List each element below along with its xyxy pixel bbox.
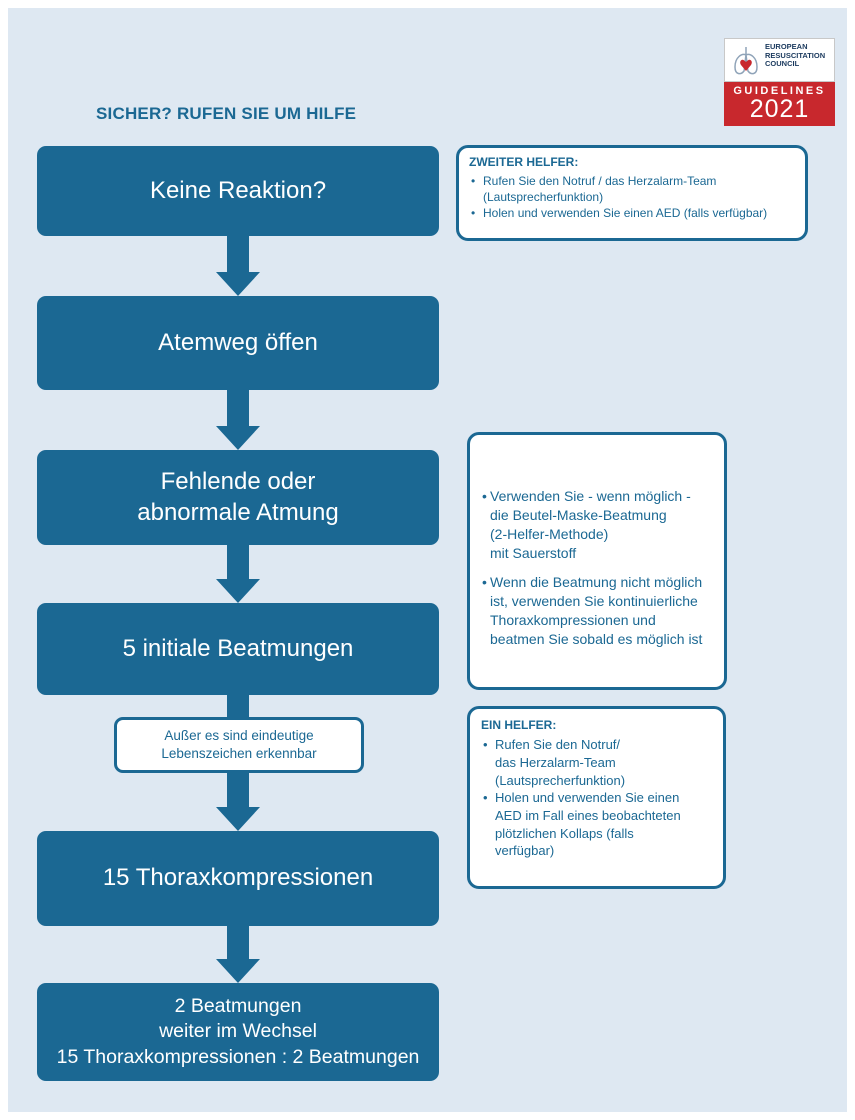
list-item-text: Holen und verwenden Sie einen AED im Fal…	[495, 790, 681, 859]
list-item: Holen und verwenden Sie einen AED (falls…	[469, 206, 795, 222]
second-helper-panel: ZWEITER HELFER: Rufen Sie den Notruf / d…	[456, 145, 808, 241]
logo-bottom: GUIDELINES 2021	[724, 82, 835, 126]
down-arrow-icon	[216, 926, 260, 983]
list-item: Wenn die Beatmung nicht möglich ist, ver…	[482, 573, 714, 649]
single-helper-panel: EIN HELFER: Rufen Sie den Notruf/ das He…	[467, 706, 726, 889]
step-no-response: Keine Reaktion?	[37, 146, 439, 236]
single-helper-list: Rufen Sie den Notruf/ das Herzalarm-Team…	[481, 736, 712, 860]
list-item-text: Verwenden Sie - wenn möglich - die Beute…	[490, 488, 691, 562]
down-arrow-icon	[216, 390, 260, 450]
step-label: 2 Beatmungen weiter im Wechsel 15 Thorax…	[56, 994, 420, 1068]
list-item: Holen und verwenden Sie einen AED im Fal…	[481, 789, 712, 860]
list-item-text: Wenn die Beatmung nicht möglich ist, ver…	[490, 574, 703, 648]
step-chest-compressions: 15 Thoraxkompressionen	[37, 831, 439, 926]
step-initial-breaths: 5 initiale Beatmungen	[37, 603, 439, 695]
list-item-text: Holen und verwenden Sie einen AED (falls…	[483, 205, 768, 220]
list-item: Rufen Sie den Notruf / das Herzalarm-Tea…	[469, 174, 795, 206]
list-item-text: Rufen Sie den Notruf / das Herzalarm-Tea…	[483, 173, 717, 204]
step-label: Keine Reaktion?	[149, 176, 327, 204]
logo-guidelines-text: GUIDELINES	[733, 85, 826, 97]
bag-mask-list: Verwenden Sie - wenn möglich - die Beute…	[482, 487, 714, 649]
second-helper-title: ZWEITER HELFER:	[469, 155, 579, 169]
step-label: 5 initiale Beatmungen	[122, 634, 354, 662]
lungs-heart-icon	[734, 47, 758, 75]
step-label: Fehlende oder abnormale Atmung	[137, 467, 339, 526]
step-abnormal-breathing: Fehlende oder abnormale Atmung	[37, 450, 439, 545]
step-open-airway: Atemweg öffen	[37, 296, 439, 390]
down-arrow-icon	[216, 236, 260, 296]
list-item: Rufen Sie den Notruf/ das Herzalarm-Team…	[481, 736, 712, 789]
step-label: Atemweg öffen	[158, 328, 318, 356]
single-helper-title: EIN HELFER:	[481, 718, 557, 732]
erc-guidelines-logo: EUROPEAN RESUSCITATION COUNCIL GUIDELINE…	[724, 38, 835, 126]
logo-top: EUROPEAN RESUSCITATION COUNCIL	[724, 38, 835, 82]
page-title: SICHER? RUFEN SIE UM HILFE	[96, 104, 357, 123]
list-item-text: Rufen Sie den Notruf/ das Herzalarm-Team…	[495, 737, 626, 788]
logo-year: 2021	[749, 95, 810, 123]
logo-org-name: EUROPEAN RESUSCITATION COUNCIL	[765, 42, 826, 69]
list-item: Verwenden Sie - wenn möglich - die Beute…	[482, 487, 714, 563]
exception-note: Außer es sind eindeutige Lebenszeichen e…	[114, 717, 364, 773]
step-label: 15 Thoraxkompressionen	[102, 864, 374, 892]
second-helper-list: Rufen Sie den Notruf / das Herzalarm-Tea…	[469, 174, 795, 222]
bag-mask-panel: Verwenden Sie - wenn möglich - die Beute…	[467, 432, 727, 690]
down-arrow-icon	[216, 545, 260, 603]
step-breaths-cycle: 2 Beatmungen weiter im Wechsel 15 Thorax…	[37, 983, 439, 1081]
exception-text: Außer es sind eindeutige Lebenszeichen e…	[161, 727, 317, 761]
